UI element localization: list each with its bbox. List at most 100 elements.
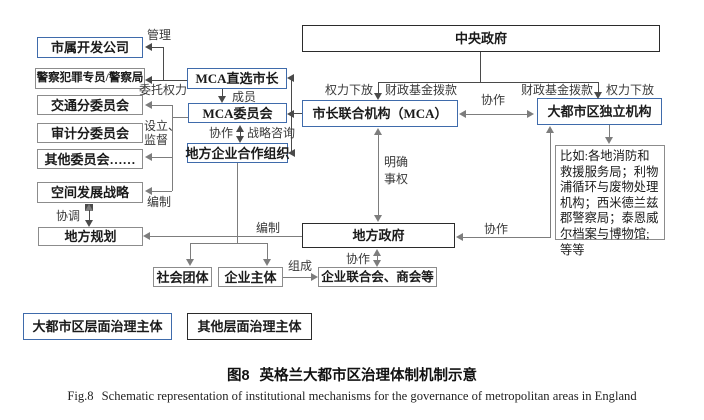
edge-to-committee-arrowhead: [287, 110, 294, 118]
node-transport-subcommittee-label: 交通分委员会: [50, 97, 129, 113]
label-compile-left: 编制: [147, 195, 172, 209]
edge-coordinate-line: [89, 210, 91, 221]
node-local-government: 地方政府: [302, 223, 455, 248]
edge-examples-arrowhead: [605, 137, 613, 144]
node-mca-committee-label: MCA委员会: [202, 105, 273, 121]
node-social-groups: 社会团体: [153, 267, 212, 287]
node-social-groups-label: 社会团体: [156, 269, 209, 285]
node-local-government-label: 地方政府: [352, 228, 405, 243]
edge-to-other-committees-arrowhead: [145, 153, 152, 161]
node-local-plan: 地方规划: [38, 227, 143, 246]
edge-to-transport-line: [151, 105, 172, 107]
label-member: 成员: [232, 90, 257, 104]
edge-collab-right-arrowhead-left: [456, 233, 463, 241]
caption-en-number: Fig.8: [67, 389, 94, 403]
edge-clarify-arrowhead-down: [374, 215, 382, 222]
caption-zh-title: 英格兰大都市区治理体制机制示意: [259, 368, 478, 384]
node-mayoral-combined-authority-label: 市长联合机构（MCA）: [312, 106, 448, 121]
edge-compile-arrowhead: [143, 232, 150, 240]
edge-collab-lep-line: [240, 131, 242, 137]
label-clarify-line1: 明确: [384, 155, 409, 169]
edge-to-transport-arrowhead: [145, 101, 152, 109]
node-enterprise-federation: 企业联合会、商会等: [318, 267, 437, 287]
edge-to-lep-arrowhead: [288, 149, 295, 157]
edge-to-enterprise-arrowhead: [263, 259, 271, 266]
label-strategy-consult: 战略咨询: [247, 126, 296, 140]
edge-collab-top-arrowhead-left: [459, 110, 466, 118]
legend-metropolitan-level: 大都市区层面治理主体: [23, 313, 172, 340]
node-audit-subcommittee-label: 审计分委员会: [50, 125, 129, 141]
node-central-government: 中央政府: [302, 25, 660, 52]
label-setup-line1: 设立、: [144, 119, 181, 133]
legend-metropolitan-level-label: 大都市区层面治理主体: [32, 319, 163, 334]
label-compile-mid: 编制: [256, 221, 281, 235]
caption-en: Fig.8 Schematic representation of institu…: [0, 389, 704, 404]
edge-to-enterprise-line: [267, 243, 269, 260]
edge-manage-arrowhead: [145, 43, 152, 51]
edge-member-arrowhead: [218, 96, 226, 103]
label-devolve-left: 权力下放: [325, 83, 374, 97]
edge-centralgov-crossbar: [378, 82, 598, 84]
edge-collab-right-line: [462, 237, 551, 239]
edge-to-spatial-line: [151, 191, 172, 193]
edge-collab-top-arrowhead-right: [527, 110, 534, 118]
edge-coordinate-arrowhead-down: [85, 220, 93, 227]
label-fund-left: 财政基金拨款: [385, 83, 458, 97]
label-setup-line2: 监督: [144, 133, 169, 147]
edge-to-mayor-arrowhead: [287, 74, 294, 82]
edge-compose-arrowhead: [311, 273, 318, 281]
edge-clarify-line: [378, 134, 380, 216]
edge-mca-trunk-connector: [291, 113, 302, 115]
caption-zh-number: 图8: [226, 368, 250, 384]
node-spatial-development-strategy: 空间发展战略: [37, 182, 143, 203]
edge-collab-bottom-line: [377, 255, 379, 261]
node-metropolitan-independent-agencies: 大都市区独立机构: [537, 98, 662, 125]
edge-manage-line: [151, 47, 164, 49]
edge-collab-bottom-arrowhead-down: [373, 260, 381, 267]
edge-clarify-arrowhead-up: [374, 128, 382, 135]
label-collab-right: 协作: [484, 222, 509, 236]
legend-other-level: 其他层面治理主体: [187, 313, 312, 340]
edge-compile-line: [149, 236, 302, 238]
label-delegate-power: 委托权力: [139, 83, 188, 97]
label-compose: 组成: [288, 259, 313, 273]
legend-other-level-label: 其他层面治理主体: [197, 319, 302, 334]
edge-to-social-line: [190, 243, 192, 260]
edge-coordinate-arrowhead-up: [85, 204, 93, 211]
node-local-enterprise-partnership: 地方企业合作组织: [186, 143, 290, 163]
edge-compose-line: [283, 277, 311, 279]
node-metropolitan-independent-agencies-label: 大都市区独立机构: [547, 104, 652, 119]
node-mca-committee: MCA委员会: [188, 103, 287, 123]
node-spatial-development-strategy-label: 空间发展战略: [50, 185, 129, 200]
label-devolve-right: 权力下放: [606, 83, 655, 97]
node-enterprises: 企业主体: [218, 267, 283, 287]
caption-zh: 图8 英格兰大都市区治理体制机制示意: [0, 364, 704, 385]
label-collab-bottom: 协作: [346, 252, 371, 266]
edge-member-line: [222, 89, 224, 97]
node-other-committees-label: 其他委员会……: [44, 151, 136, 167]
node-central-government-label: 中央政府: [454, 31, 507, 46]
edge-manage-riser: [163, 47, 165, 81]
node-agency-examples: 比如:各地消防和救援服务局；利物浦循环与废物处理机构；西米德兰兹郡警察局；泰恩威…: [555, 145, 665, 257]
edge-collab-lep-arrowhead-up: [236, 125, 244, 132]
label-collab-top: 协作: [481, 93, 506, 107]
label-clarify-line2: 事权: [384, 172, 409, 186]
edge-devolve-right-arrowhead: [594, 92, 602, 99]
edge-devolve-left-arrowhead: [374, 93, 382, 100]
edge-collab-lep-arrowhead-down: [236, 136, 244, 143]
node-police-commissioner-label: 警察犯罪专员/警察局: [36, 72, 144, 84]
edge-to-social-arrowhead: [186, 259, 194, 266]
node-mca-elected-mayor-label: MCA直选市长: [195, 71, 279, 86]
node-transport-subcommittee: 交通分委员会: [37, 95, 143, 115]
node-city-development-company: 市属开发公司: [37, 37, 143, 58]
node-agency-examples-text: 比如:各地消防和救援服务局；利物浦循环与废物处理机构；西米德兰兹郡警察局；泰恩威…: [560, 149, 659, 257]
label-coordinate: 协调: [56, 209, 81, 223]
edge-collab-right-arrowhead-up: [546, 126, 554, 133]
edge-delegate-line: [151, 80, 187, 82]
edge-collab-top-line: [465, 114, 528, 116]
edge-to-spatial-arrowhead: [145, 187, 152, 195]
caption-en-title: Schematic representation of institutiona…: [101, 389, 637, 403]
edge-delegate-arrowhead: [145, 76, 152, 84]
edge-centralgov-stem: [480, 52, 482, 82]
